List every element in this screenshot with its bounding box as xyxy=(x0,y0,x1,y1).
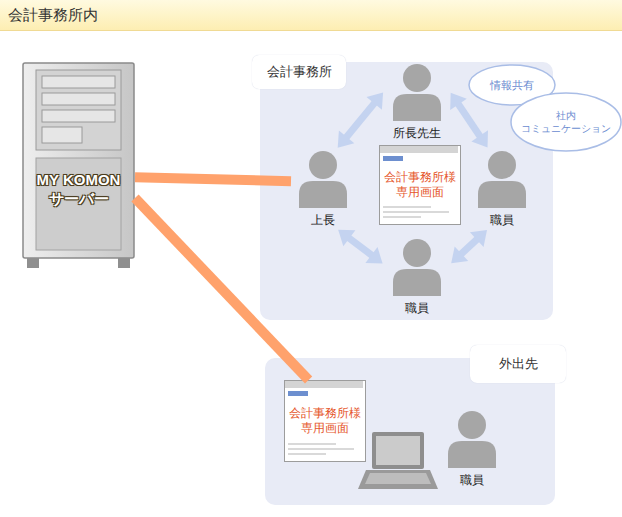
person-label: 上長 xyxy=(311,212,335,228)
label-row: 職員 xyxy=(470,210,534,228)
person-label: 職員 xyxy=(490,212,514,228)
server-foot xyxy=(27,258,39,268)
person-body xyxy=(448,441,496,468)
bubble-outline xyxy=(511,93,621,151)
laptop-lid xyxy=(372,432,424,469)
bubble-node: 社内 コミュニケーション xyxy=(510,92,622,152)
region-heading: 外出先 xyxy=(499,356,538,372)
person-node: 職員 xyxy=(470,150,534,228)
person-body xyxy=(393,94,441,121)
person-body xyxy=(299,181,347,208)
person-head xyxy=(309,151,337,179)
title-band: 会計事務所内 xyxy=(0,0,622,31)
person-head xyxy=(403,64,431,92)
menu-line xyxy=(383,206,431,208)
laptop-base xyxy=(358,470,438,489)
drive-panel xyxy=(36,70,121,150)
person-icon xyxy=(385,238,449,296)
laptop-keyboard xyxy=(365,473,431,484)
server-node: MY KOMON サーバー xyxy=(22,62,135,268)
person-node: 職員 xyxy=(385,238,449,316)
drive-slot xyxy=(42,127,82,143)
label-row: 上長 xyxy=(291,210,355,228)
person-node: 上長 xyxy=(291,150,355,228)
person-label: 職員 xyxy=(460,472,484,488)
region-heading: 会計事務所 xyxy=(267,64,332,80)
person-head xyxy=(403,239,431,267)
heading-tag: 外出先 xyxy=(470,345,566,383)
person-head xyxy=(488,151,516,179)
person-body xyxy=(478,181,526,208)
network-line xyxy=(135,177,291,181)
label-row: 職員 xyxy=(385,298,449,316)
screen-label: 会計事務所様 専用画面 xyxy=(382,170,458,200)
server-body xyxy=(23,63,134,258)
menu-line xyxy=(383,216,421,218)
label-row: MY KOMON サーバー xyxy=(22,170,135,208)
menu-line xyxy=(383,211,449,213)
server-tower xyxy=(22,62,135,268)
window-bar xyxy=(380,146,458,153)
person-icon xyxy=(385,63,449,121)
menu-line xyxy=(288,443,336,445)
connector xyxy=(135,177,291,181)
window-bar xyxy=(285,381,363,388)
laptop-display xyxy=(376,436,420,465)
heading-tag: 会計事務所 xyxy=(252,55,346,89)
server-foot xyxy=(118,258,130,268)
title-text: 会計事務所内 xyxy=(8,6,98,24)
screen-node: 会計事務所様 専用画面 xyxy=(379,145,461,225)
person-icon xyxy=(440,410,504,468)
drive-bay xyxy=(42,93,115,105)
drive-bay xyxy=(42,76,115,88)
logo-mark xyxy=(288,391,308,396)
bubble-label: 情報共有 xyxy=(490,78,534,92)
menu-line xyxy=(288,448,354,450)
person-icon xyxy=(470,150,534,208)
person-node: 所長先生 xyxy=(385,63,449,141)
person-icon xyxy=(291,150,355,208)
logo-mark xyxy=(383,156,403,161)
person-head xyxy=(458,411,486,439)
person-label: 職員 xyxy=(405,300,429,316)
screen-node: 会計事務所様 専用画面 xyxy=(284,380,366,462)
person-label: 所長先生 xyxy=(393,125,441,141)
server-label: MY KOMON サーバー xyxy=(27,170,131,208)
bubble-label: 社内 コミュニケーション xyxy=(519,109,613,135)
speech-bubble xyxy=(510,92,622,152)
screen-label: 会計事務所様 専用画面 xyxy=(287,406,363,436)
label-row: 所長先生 xyxy=(385,123,449,141)
menu-line xyxy=(288,453,326,455)
person-body xyxy=(393,269,441,296)
label-row: 職員 xyxy=(440,470,504,488)
person-node: 職員 xyxy=(440,410,504,488)
drive-bay xyxy=(42,110,115,122)
